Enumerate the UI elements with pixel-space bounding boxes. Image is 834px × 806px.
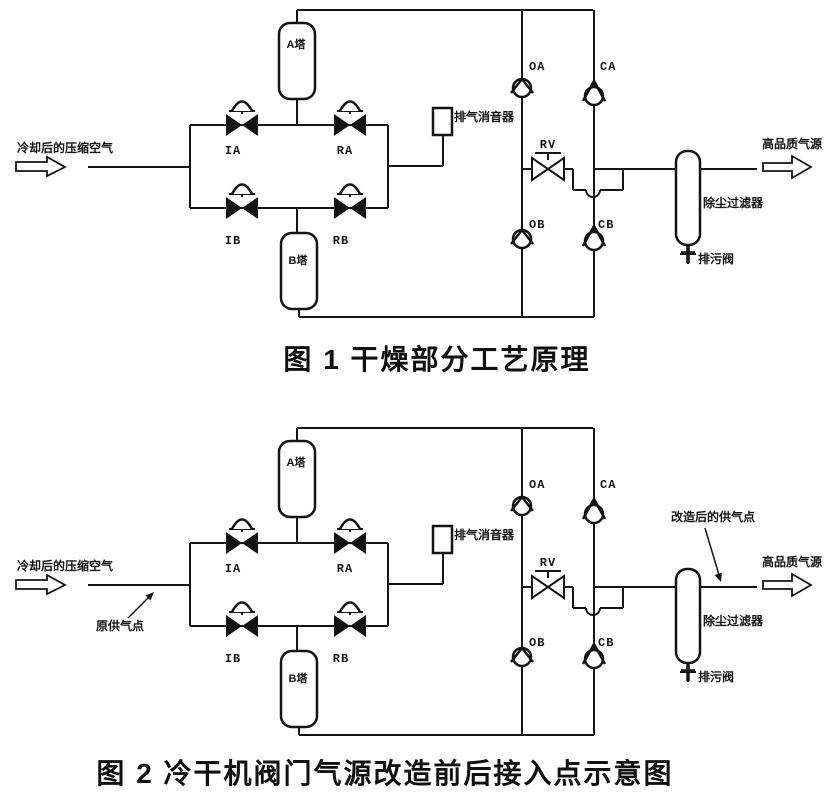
label-outlet: 高品质气源 [762,554,822,569]
label-valve-ia: IA [225,144,241,158]
inlet-flow-arrow [15,155,67,178]
inlet-flow-arrow [15,573,67,596]
label-tower-a: A塔 [287,455,307,469]
label-original-point: 原供气点 [96,618,144,633]
label-check-ob: OB [529,218,545,232]
valve-ra [334,518,366,554]
label-valve-ib: IB [225,652,241,666]
figure-1-caption: 图 1 干燥部分工艺原理 [283,344,591,375]
valve-ra [334,100,366,136]
label-tower-b: B塔 [289,671,309,685]
label-filter: 除尘过滤器 [703,613,764,628]
check-valve-ob [510,646,534,668]
label-valve-rb: RB [333,652,349,666]
label-inlet: 冷却后的压缩空气 [17,140,113,155]
label-check-cb: CB [598,218,614,232]
check-valve-oa [510,77,534,99]
check-valve-ca [581,498,607,525]
valve-ia [226,518,258,554]
label-check-ca: CA [600,478,616,492]
tower-a-vessel [277,439,317,519]
label-modified-point: 改造后的供气点 [671,509,755,524]
label-inlet: 冷却后的压缩空气 [17,558,113,573]
drain-valve [681,664,695,681]
label-check-ca: CA [600,60,616,74]
tower-b-vessel [279,649,319,729]
label-check-oa: OA [529,478,545,492]
label-tower-b: B塔 [289,253,309,267]
check-valve-ob [510,228,534,250]
label-valve-rv: RV [540,556,556,570]
original-point-arrow [127,595,151,619]
tower-b-vessel [279,231,319,311]
label-valve-ra: RA [337,144,353,158]
label-drain: 排污阀 [698,669,734,684]
valve-ib [226,601,258,637]
valve-ia [226,100,258,136]
annotation-arrows [127,527,722,619]
label-tower-a: A塔 [287,37,307,51]
valve-rb [334,183,366,219]
label-drain: 排污阀 [698,251,734,266]
check-valve-oa [510,495,534,517]
valve-rv [531,570,565,600]
label-check-oa: OA [529,60,545,74]
pipe-crossover-hop [585,189,601,198]
tower-a-vessel [277,21,317,101]
valve-ib [226,183,258,219]
label-valve-rb: RB [333,234,349,248]
check-valve-cb [581,225,607,252]
drain-valve [681,246,695,263]
valve-rb [334,601,366,637]
silencer-box [431,106,454,137]
label-silencer: 排气消音器 [454,109,515,124]
label-filter: 除尘过滤器 [703,195,764,210]
label-valve-ia: IA [225,562,241,576]
check-valve-cb [581,643,607,670]
check-valve-ca [581,80,607,107]
valve-rv [531,152,565,182]
pipe-crossover-hop [585,607,601,616]
label-valve-rv: RV [540,138,556,152]
piping [88,427,757,736]
dust-filter-vessel [674,149,702,247]
modified-point-arrow [704,527,720,576]
silencer-box [431,524,454,555]
label-valve-ib: IB [225,234,241,248]
label-silencer: 排气消音器 [454,527,515,542]
label-valve-ra: RA [337,562,353,576]
label-outlet: 高品质气源 [762,136,822,151]
outlet-flow-arrow [762,572,813,598]
label-check-cb: CB [598,636,614,650]
figure-2-caption: 图 2 冷干机阀门气源改造前后接入点示意图 [96,758,674,789]
dust-filter-vessel [674,567,702,665]
piping [88,9,757,318]
outlet-flow-arrow [762,154,813,180]
label-check-ob: OB [529,636,545,650]
